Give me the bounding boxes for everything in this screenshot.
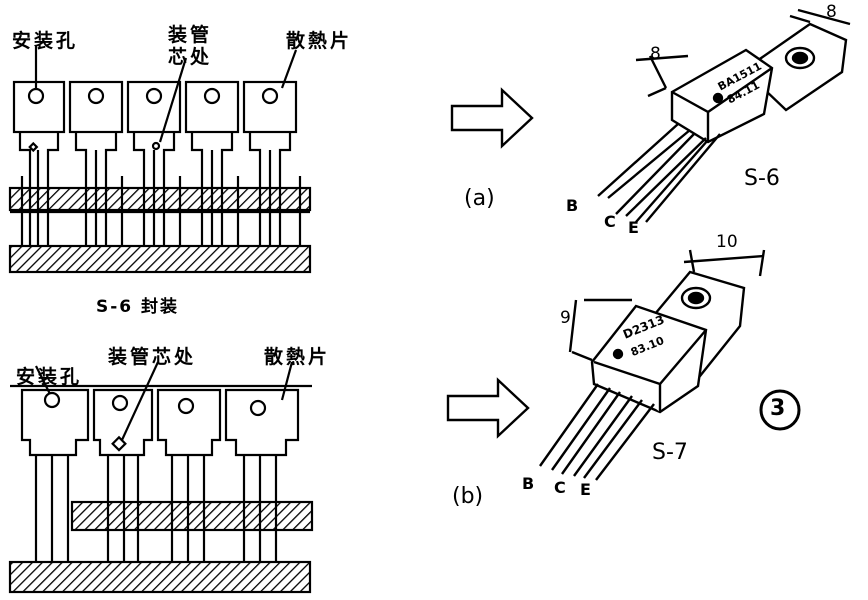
s6-tab-1 <box>12 80 66 246</box>
s6-tab-3 <box>126 80 182 246</box>
s7-tab-3 <box>156 388 222 562</box>
figure-number: 3 <box>770 396 786 421</box>
package-name-s7: S-7 <box>652 440 688 465</box>
s7-transistor <box>539 249 766 481</box>
arrow-to-s6 <box>450 87 534 149</box>
label-die-location-top: 装管芯处 <box>168 24 213 68</box>
s7-tab-4 <box>224 388 300 562</box>
pin-s7-b: B <box>522 474 535 493</box>
package-name-s6: S-6 <box>744 166 780 191</box>
s7-tab-1 <box>20 388 90 562</box>
label-die-location-bottom: 装管芯处 <box>108 346 197 368</box>
s6-tab-4 <box>184 80 240 246</box>
panel-label-b: (b) <box>452 484 484 509</box>
arrow-to-s7 <box>446 377 530 439</box>
caption-s6-package: S-6 封装 <box>96 297 180 317</box>
figure-number-circle <box>759 389 801 431</box>
pin-s7-e: E <box>580 480 591 499</box>
dimension-s6-body: 8 <box>650 44 661 64</box>
panel-label-a: (a) <box>464 186 495 211</box>
label-mount-hole-bottom: 安装孔 <box>16 366 83 388</box>
s6-tab-5 <box>242 80 298 246</box>
label-heatsink-top: 散熱片 <box>286 30 353 52</box>
s6-transistor <box>597 8 851 223</box>
pin-s6-e: E <box>628 218 639 237</box>
s6-leadframe-strip <box>8 46 312 274</box>
pin-s6-b: B <box>566 196 579 215</box>
pin-s6-c: C <box>604 212 616 231</box>
dimension-s7-tab: 10 <box>716 232 738 252</box>
dimension-s7-body: 9 <box>560 308 571 328</box>
s6-tab-2 <box>68 80 124 246</box>
s7-leadframe-strip <box>8 361 314 594</box>
pin-s7-c: C <box>554 478 566 497</box>
label-mount-hole-top: 安装孔 <box>12 30 79 52</box>
label-heatsink-bottom: 散熱片 <box>264 346 331 368</box>
s7-tab-2 <box>92 388 154 562</box>
dimension-s6-tab: 8 <box>826 2 837 22</box>
